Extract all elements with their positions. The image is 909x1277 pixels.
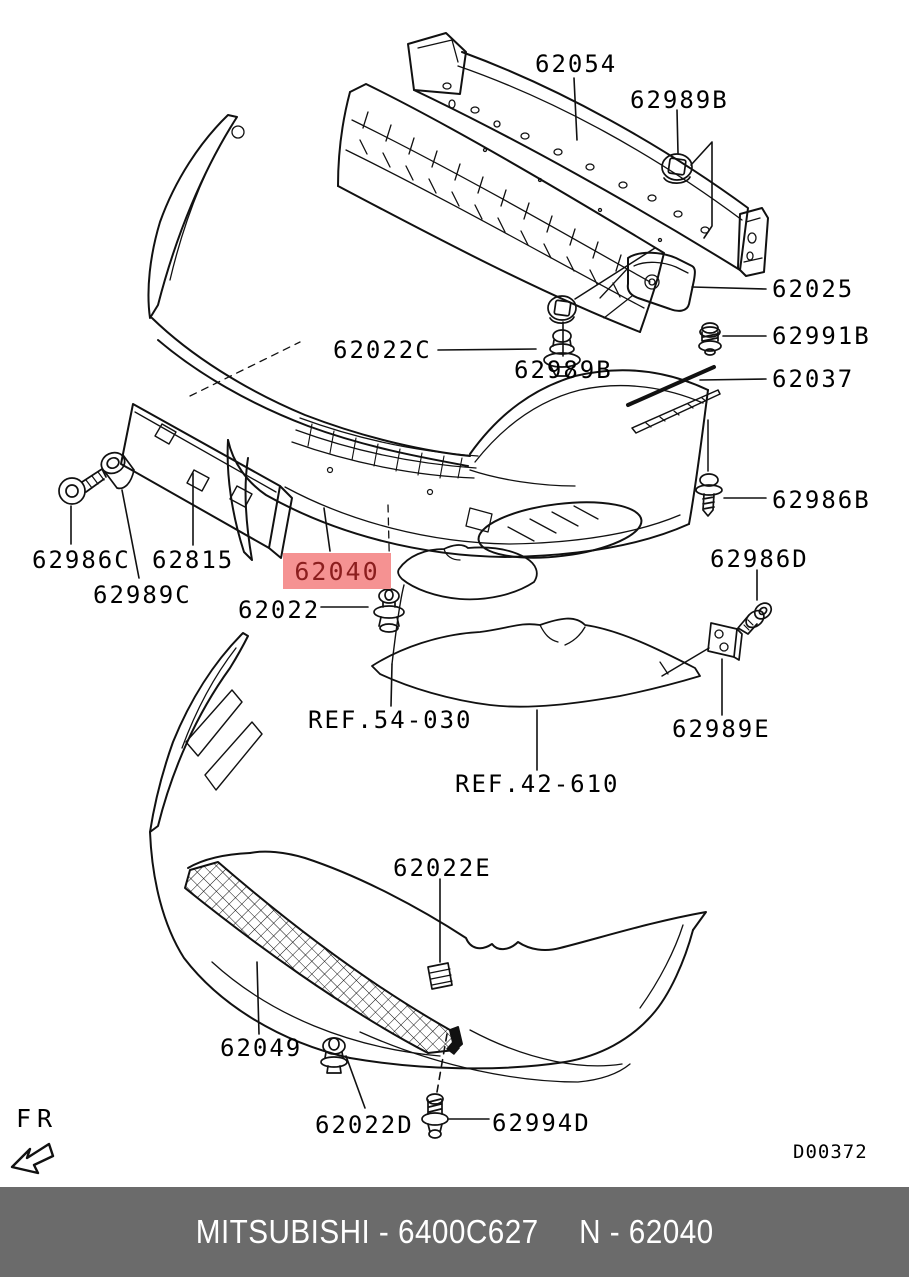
ref-label-54-030: REF.54-030 (308, 706, 473, 734)
clip-icon (373, 588, 405, 633)
fr-arrow-icon (10, 1142, 55, 1175)
screw-icon (695, 419, 723, 517)
part-label-62989e: 62989E (672, 715, 771, 743)
part-label-62986c: 62986C (32, 546, 131, 574)
reinforcement-bar-drawing (407, 32, 769, 277)
footer-brand-part: MITSUBISHI - 6400C627 (195, 1213, 539, 1250)
highlighted-part-label-62040[interactable]: 62040 (283, 553, 391, 589)
bumper-fascia-drawing (147, 114, 709, 586)
part-label-62049: 62049 (220, 1034, 303, 1062)
part-label-62815: 62815 (152, 546, 235, 574)
part-label-62022e: 62022E (393, 854, 492, 882)
part-label-62989c: 62989C (93, 581, 192, 609)
bracket-icon (661, 622, 743, 677)
ref-label-42-610: REF.42-610 (455, 770, 620, 798)
part-label-62989b-top: 62989B (630, 86, 729, 114)
part-label-62991b: 62991B (772, 322, 871, 350)
part-label-62025: 62025 (772, 275, 855, 303)
clip-icon (320, 1037, 348, 1074)
screw-icon (737, 602, 773, 635)
footer-banner: MITSUBISHI - 6400C627 N - 62040 (0, 1187, 909, 1277)
part-label-62994d: 62994D (492, 1109, 591, 1137)
part-label-62986d: 62986D (710, 545, 809, 573)
nut-icon (661, 153, 693, 184)
grille-mesh-drawing (184, 861, 463, 1055)
part-label-62986b: 62986B (772, 486, 871, 514)
license-plate-bracket-drawing (120, 403, 293, 559)
part-label-62022d: 62022D (315, 1111, 414, 1139)
part-label-62037: 62037 (772, 365, 855, 393)
front-direction-label: FR (16, 1104, 59, 1133)
screw-icon (58, 468, 107, 505)
part-label-62054: 62054 (535, 50, 618, 78)
bushing-icon (100, 451, 135, 490)
energy-absorber-drawing (337, 83, 696, 333)
footer-n-number: N - 62040 (578, 1213, 714, 1250)
lower-bumper-drawing (149, 632, 707, 1083)
bolt-icon (421, 1093, 449, 1139)
part-label-62022: 62022 (238, 596, 321, 624)
part-label-62022c: 62022C (333, 336, 432, 364)
bolt-icon (698, 322, 722, 356)
undercover-drawing (371, 617, 701, 708)
clip-icon (427, 962, 453, 990)
clip-icon (543, 329, 581, 377)
pointer-lines (690, 141, 713, 239)
part-label-62989b-mid: 62989B (514, 356, 613, 384)
leader-lines (70, 77, 767, 1120)
molding-strip-drawing (626, 365, 721, 434)
nut-icon (547, 247, 656, 324)
drawing-code: D00372 (793, 1141, 868, 1163)
